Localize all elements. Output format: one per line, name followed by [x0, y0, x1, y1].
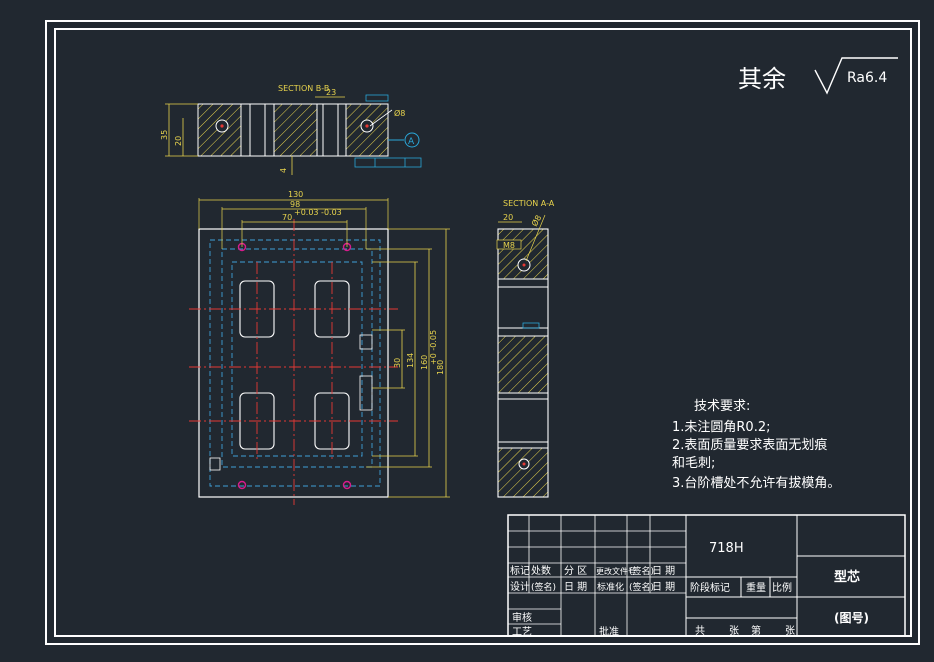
corner-hole — [342, 480, 352, 490]
dim-23: 23 — [326, 88, 336, 97]
tb-process: 工艺 — [512, 626, 532, 638]
dim-180-tol: +0 -0.05 — [429, 330, 438, 365]
dim-8-side: Ø8 — [529, 213, 543, 228]
tech-note-line: 和毛刺; — [672, 456, 715, 471]
tb-date: 日 期 — [564, 581, 587, 593]
tb-standard: 标准化 — [597, 581, 624, 593]
tech-note-line: 3.台阶槽处不允许有拔模角。 — [672, 475, 840, 491]
tb-date: 日 期 — [652, 581, 675, 593]
tolerance-frame — [354, 157, 422, 168]
tb-design: 设计 — [510, 580, 530, 593]
roughness-prefix: 其余 — [738, 65, 786, 93]
drawing-frame — [54, 28, 912, 637]
dim-70: 70 — [282, 213, 292, 222]
dim-35: 35 — [160, 130, 169, 140]
dim-20: 20 — [174, 136, 183, 146]
tb-review: 审核 — [512, 611, 532, 624]
hatch-block — [497, 335, 549, 394]
hatch-block — [497, 447, 549, 498]
title-block — [507, 514, 906, 637]
roughness-value: Ra6.4 — [847, 70, 887, 86]
tech-note-line: 1.未注圆角R0.2; — [672, 420, 771, 435]
front-view: 130 98 70 +0.03 -0.03 180 +0 -0.05 160 1… — [189, 190, 450, 505]
tb-date: 日 期 — [652, 565, 675, 577]
top-section-view: SECTION B-B 35 20 23 4 Ø8 A — [160, 84, 422, 175]
dim-20-side: 20 — [503, 213, 513, 222]
tb-sheet: 张 — [729, 625, 739, 637]
dim-4: 4 — [279, 168, 288, 173]
tb-stage: 阶段标记 — [690, 581, 730, 594]
dim-160: 160 — [420, 355, 429, 370]
corner-hole — [237, 480, 247, 490]
tb-mark: 标记 — [510, 565, 530, 577]
drawing-number: (图号) — [834, 610, 869, 625]
hatch-block — [273, 103, 318, 157]
hidden-pocket — [221, 248, 373, 468]
tb-scale: 比例 — [772, 581, 792, 594]
hatch-block — [497, 228, 549, 280]
tb-change-doc: 更改文件号 — [596, 566, 636, 576]
tb-weight: 重量 — [746, 581, 766, 594]
side-section-view: SECTION A-A 20 Ø8 M8 — [496, 199, 555, 498]
roughness-symbol-icon — [814, 57, 898, 95]
tb-sign: (签名) — [629, 581, 654, 593]
section-label-top: SECTION B-B — [278, 84, 329, 93]
tb-approve: 批准 — [599, 625, 619, 638]
tb-count: 处数 — [531, 564, 551, 577]
tb-total: 共 — [695, 625, 705, 637]
dim-m8: M8 — [503, 241, 515, 250]
title-block-text: 718H 型芯 (图号) 标记 处数 分 区 更改文件号 (签名) 日 期 设计… — [510, 541, 869, 638]
dim-134: 134 — [406, 353, 415, 368]
roughness-note: 其余 Ra6.4 — [738, 57, 898, 95]
datum-a-icon — [404, 132, 420, 148]
tech-note-line: 2.表面质量要求表面无划痕 — [672, 437, 827, 453]
part-name: 型芯 — [834, 569, 860, 585]
tb-no: 第 — [751, 624, 761, 637]
dim-hole: Ø8 — [394, 108, 405, 118]
material-label: 718H — [709, 541, 744, 556]
section-label-side: SECTION A-A — [503, 199, 555, 208]
dim-70-tol: +0.03 -0.03 — [294, 208, 342, 217]
plate-outline-front — [198, 228, 389, 498]
tb-zone: 分 区 — [564, 565, 587, 577]
dim-98: 98 — [290, 200, 300, 209]
dim-130: 130 — [288, 190, 303, 199]
tech-notes-title: 技术要求: — [694, 399, 750, 414]
tb-sign: (签名) — [531, 581, 556, 593]
sheet-border — [45, 20, 920, 645]
tb-sign: (签名) — [629, 565, 654, 577]
tb-sheet: 张 — [785, 625, 795, 637]
datum-label: A — [408, 137, 415, 147]
technical-requirements: 技术要求: 1.未注圆角R0.2; 2.表面质量要求表面无划痕 和毛刺; 3.台… — [672, 399, 840, 491]
dim-180: 180 — [436, 360, 445, 375]
dim-30: 30 — [393, 358, 402, 368]
